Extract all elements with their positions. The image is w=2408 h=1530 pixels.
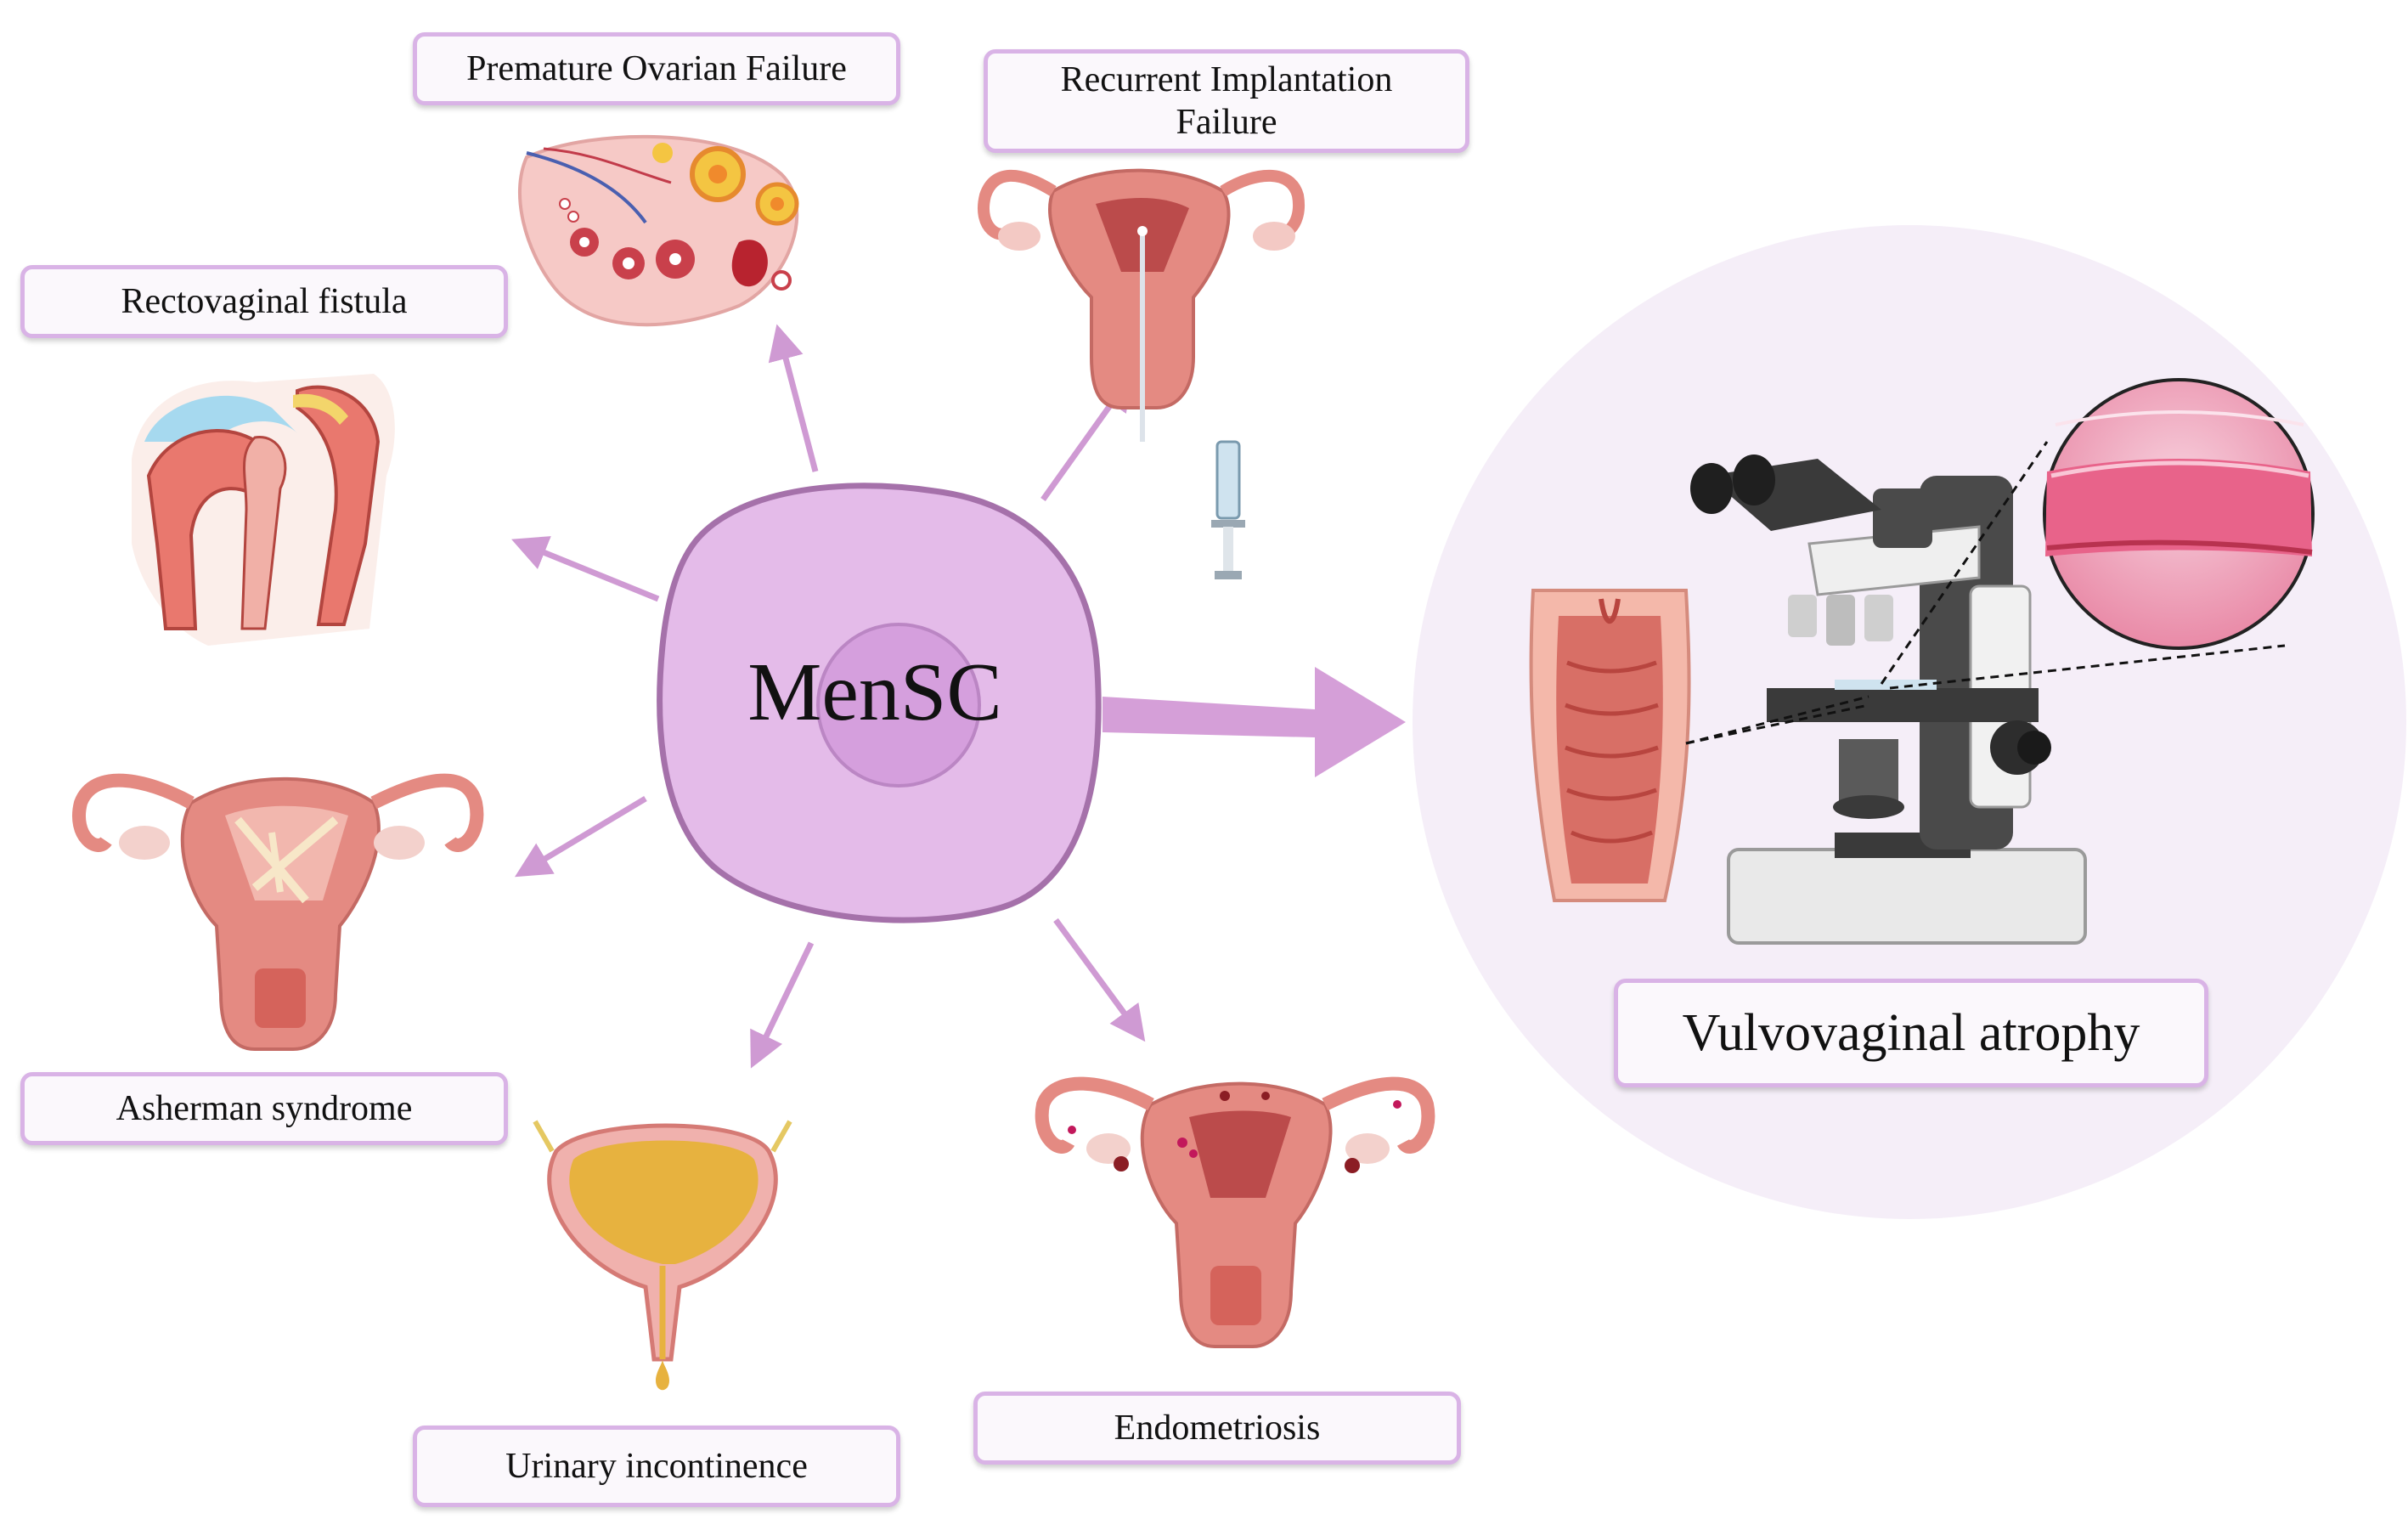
arrow-to-urinary [750,941,815,1069]
arrow-to-asherman [514,795,647,878]
ovary-icon [518,134,799,327]
arrow-to-endometriosis [1053,917,1146,1042]
label-vulvovaginal-atrophy: Vulvovaginal atrophy [1614,979,2208,1087]
tissue-magnified-icon [2043,378,2315,650]
microscope-icon [1690,454,2087,945]
uterus-adhesion-icon [72,773,484,1051]
bladder-icon [533,1120,792,1391]
zoom-lines [1685,441,2286,745]
big-arrow-to-vva [1102,667,1406,777]
arrow-to-pof [768,324,819,472]
arrow-to-fistula [511,536,660,602]
endometriosis-uterus-icon [1035,1076,1435,1348]
uterus-iui-icon [978,168,1306,579]
label-asherman-syndrome: Asherman syndrome [20,1072,508,1145]
mensc-nucleus [816,623,981,788]
label-endometriosis: Endometriosis [973,1392,1461,1465]
mensc-label: MenSC [747,646,1002,738]
vaginal-canal-icon [1529,589,1691,902]
arrows [511,324,1146,1069]
rectovaginal-fistula-icon [132,374,395,646]
label-rectovaginal-fistula: Rectovaginal fistula [20,265,508,338]
label-recurrent-implantation-failure: Recurrent Implantation Failure [984,49,1469,153]
label-premature-ovarian-failure: Premature Ovarian Failure [413,32,900,105]
label-urinary-incontinence: Urinary incontinence [413,1426,900,1507]
